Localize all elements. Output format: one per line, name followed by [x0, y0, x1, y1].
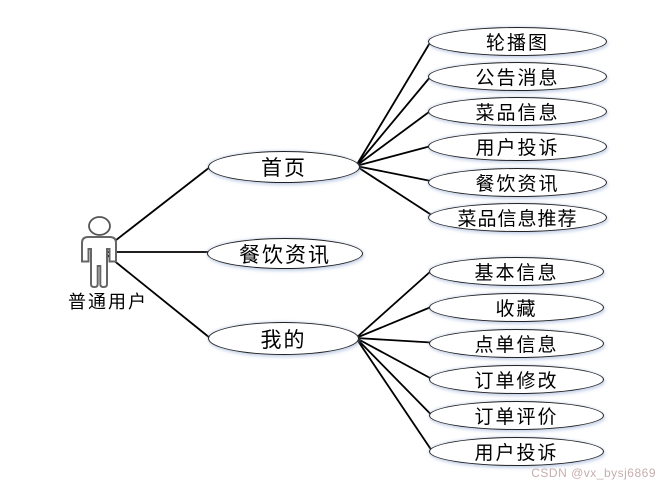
- usecase-mine: 我的: [208, 322, 359, 355]
- home-edges: [355, 40, 432, 215]
- usecase-announcement: 公告消息: [428, 61, 607, 91]
- usecase-order-review: 订单评价: [429, 401, 604, 430]
- csdn-watermark: CSDN @vx_bysj6869: [531, 466, 656, 480]
- usecase-catering-info: 餐饮资讯: [207, 238, 363, 269]
- usecase-favorites: 收藏: [429, 293, 604, 322]
- usecase-basic-info: 基本信息: [429, 257, 604, 286]
- usecase-dish-info: 菜品信息: [428, 96, 607, 126]
- usecase-carousel: 轮播图: [428, 26, 607, 56]
- mine-edges: [355, 270, 432, 451]
- actor-icon: [81, 216, 117, 288]
- usecase-order-info: 点单信息: [429, 329, 604, 358]
- usecase-user-complaint-bottom: 用户投诉: [429, 437, 604, 466]
- actor-edges: [101, 166, 211, 339]
- usecase-order-modify: 订单修改: [429, 365, 604, 394]
- usecase-dish-recommend: 菜品信息推荐: [428, 202, 607, 232]
- actor-label: 普通用户: [68, 292, 148, 312]
- usecase-catering-news: 餐饮资讯: [428, 167, 607, 197]
- usecase-user-complaint-top: 用户投诉: [428, 132, 607, 161]
- usecase-home: 首页: [208, 151, 360, 183]
